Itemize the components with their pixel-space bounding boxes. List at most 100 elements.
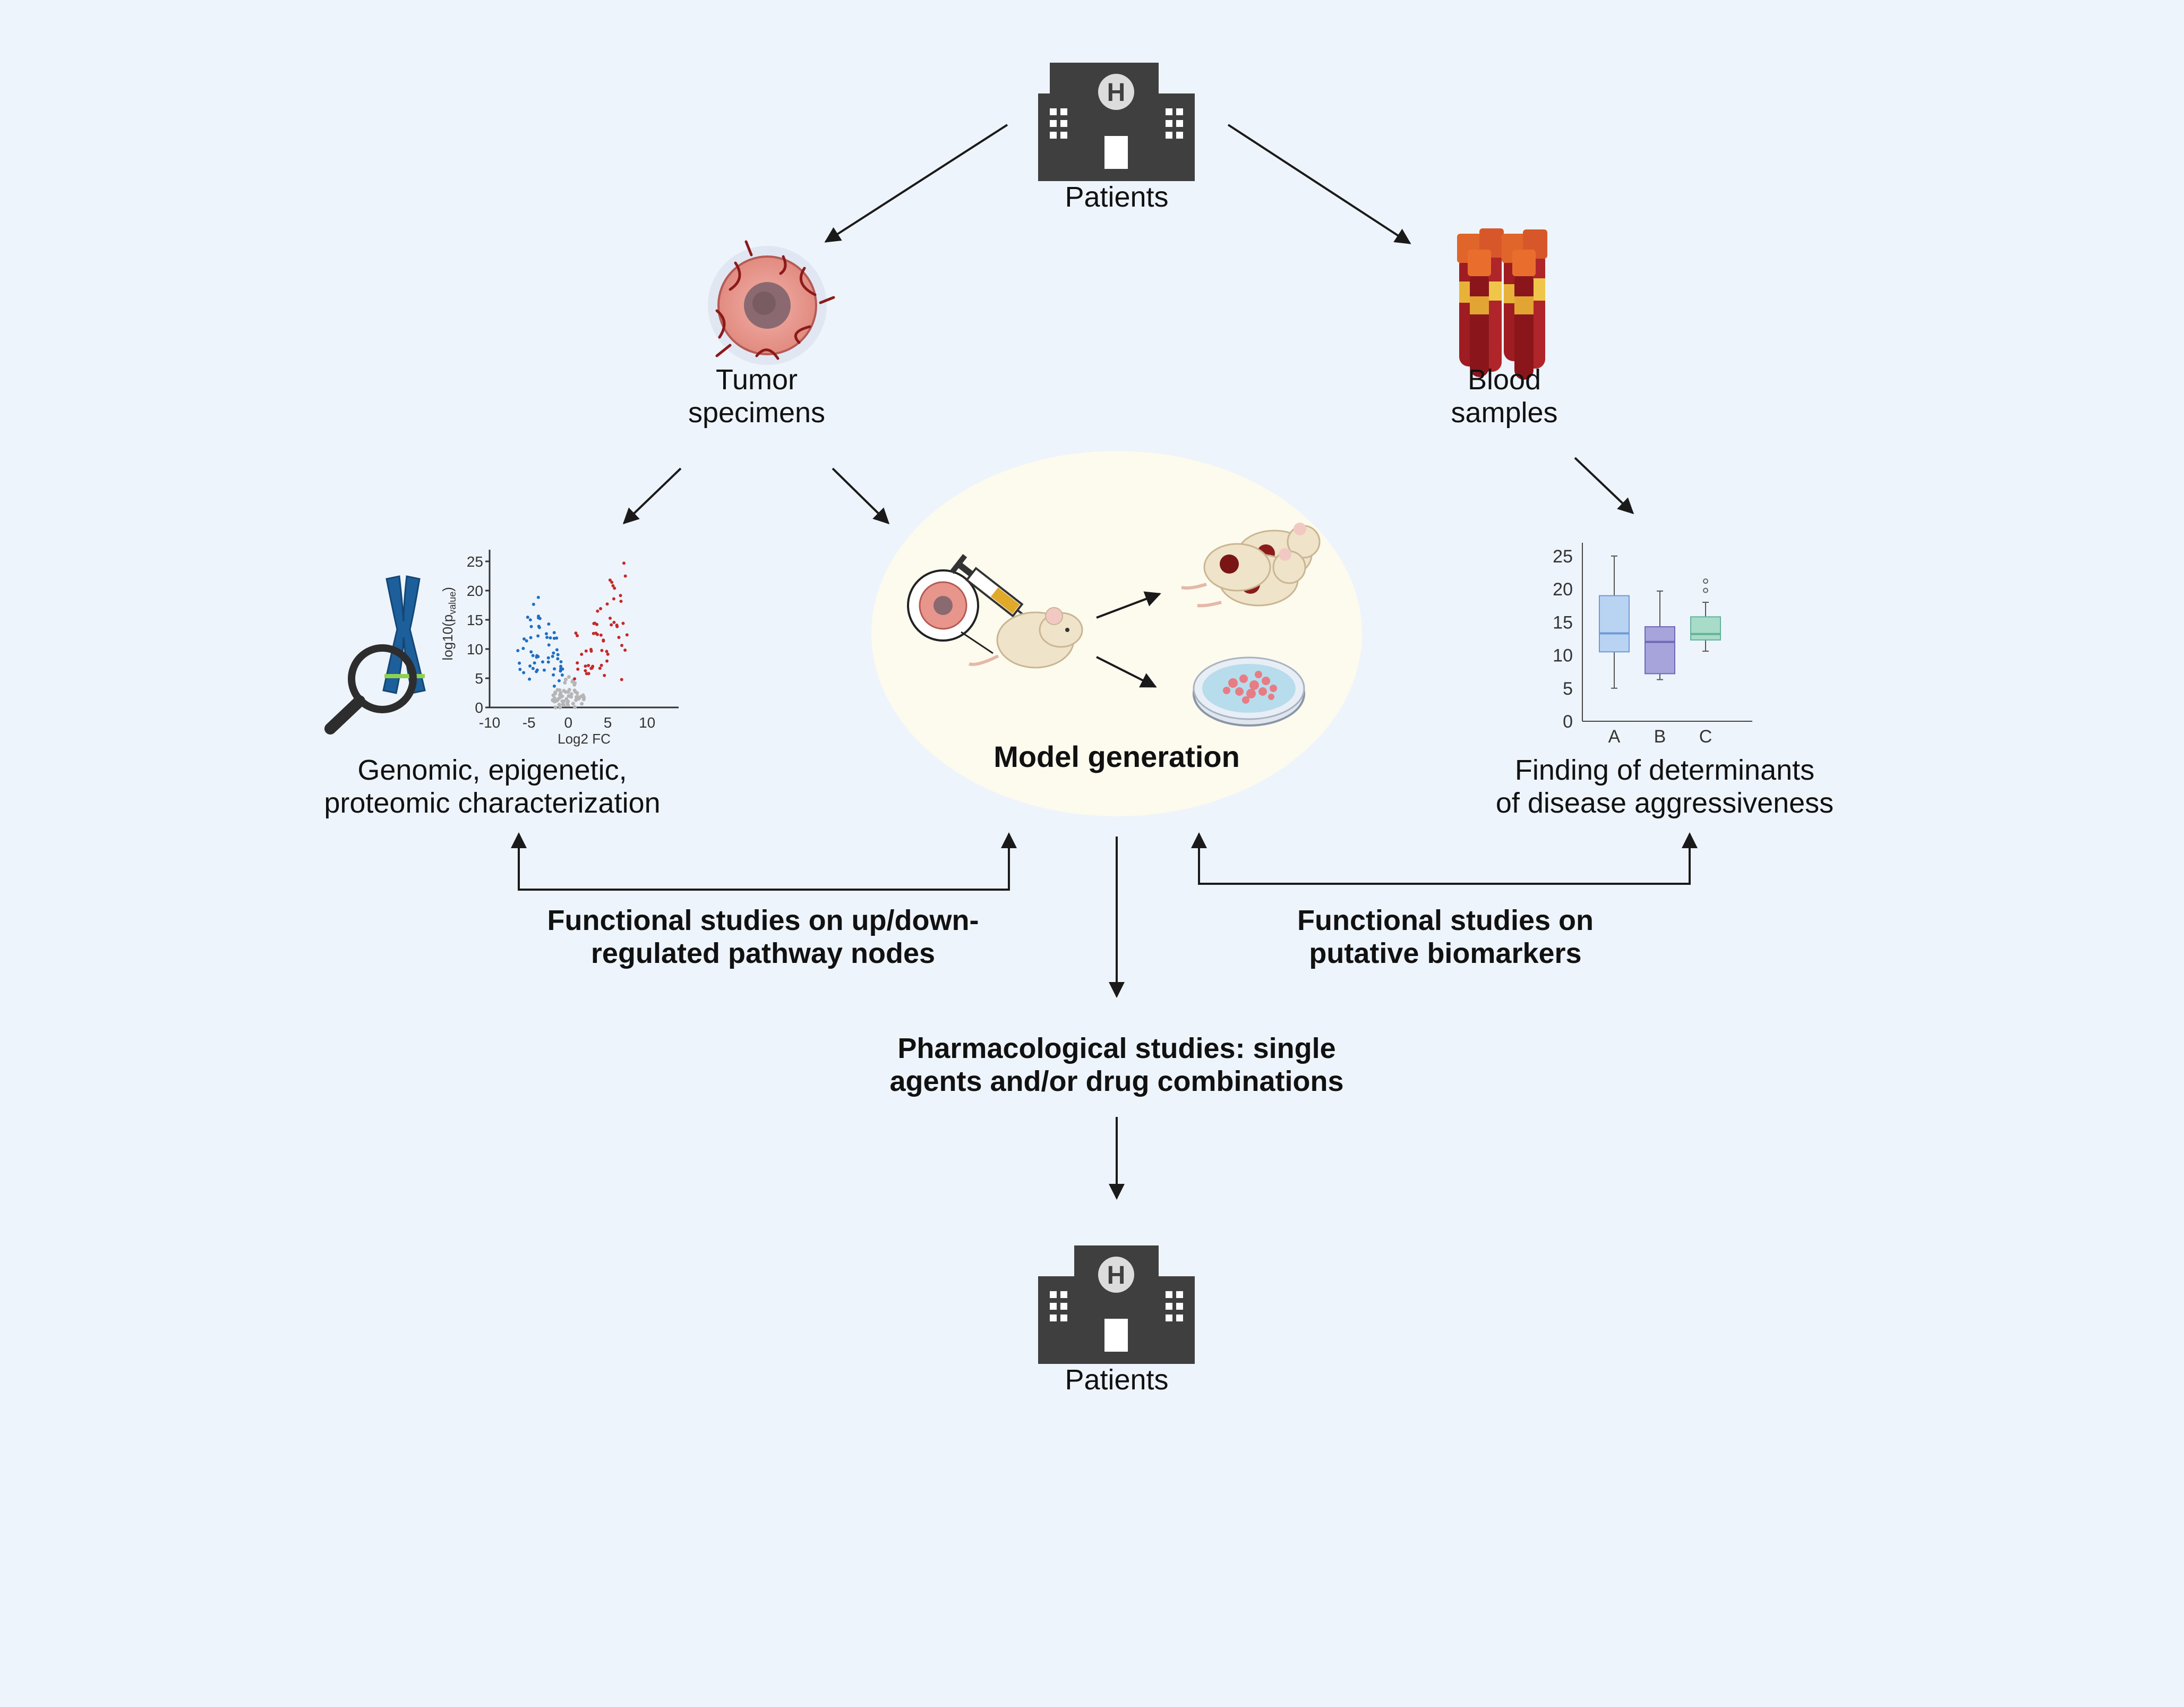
volcano-point: [569, 695, 573, 699]
volcano-point: [561, 667, 564, 671]
volcano-point: [529, 625, 533, 628]
volcano-point: [619, 600, 623, 603]
volcano-point: [608, 578, 612, 582]
boxplot-y-tick-label: 20: [1553, 579, 1573, 600]
volcano-point: [620, 644, 624, 647]
volcano-point: [531, 654, 535, 658]
boxplot-category-label: A: [1608, 727, 1621, 747]
volcano-point: [587, 664, 590, 668]
volcano-point: [532, 602, 535, 606]
volcano-point: [522, 671, 526, 675]
boxplot-box-b: [1645, 626, 1675, 675]
functional-studies-pathway-label: Functional studies on up/down- regulated…: [547, 904, 979, 969]
patients-top-label: Patients: [1065, 181, 1169, 213]
volcano-point: [518, 668, 522, 671]
arrow-patients-to-blood: [1227, 124, 1411, 244]
arrow-mouse-to-xenograft: [1096, 591, 1161, 619]
volcano-point: [516, 649, 520, 653]
volcano-y-tick-label: 0: [475, 699, 483, 716]
volcano-point: [564, 697, 569, 701]
hospital-building-icon: H: [1038, 63, 1195, 181]
volcano-point: [587, 672, 590, 676]
volcano-point: [552, 631, 556, 635]
volcano-point: [594, 631, 598, 635]
blood-samples-label: Blood samples: [1451, 364, 1558, 429]
volcano-x-tick-label: 10: [639, 714, 655, 731]
volcano-point: [606, 652, 610, 656]
volcano-point: [611, 584, 615, 587]
volcano-point: [558, 705, 562, 710]
volcano-point: [610, 623, 613, 627]
volcano-point: [538, 617, 542, 620]
model-generation-label: Model generation: [993, 740, 1240, 773]
volcano-point: [566, 690, 570, 694]
volcano-point: [599, 633, 603, 637]
boxplot-category-label: C: [1699, 727, 1712, 747]
volcano-point: [553, 699, 557, 704]
volcano-point: [535, 668, 539, 672]
volcano-point: [589, 667, 593, 670]
volcano-point: [610, 581, 614, 584]
hospital-building-icon-bottom: H: [1038, 1245, 1195, 1364]
volcano-point: [584, 664, 587, 668]
volcano-point: [560, 673, 564, 677]
volcano-point: [580, 652, 584, 656]
pharmacological-studies-label: Pharmacological studies: single agents a…: [889, 1032, 1344, 1097]
volcano-point: [558, 688, 562, 692]
volcano-point: [574, 698, 578, 702]
boxplot-y-tick-label: 5: [1563, 679, 1573, 699]
volcano-point: [542, 668, 546, 672]
svg-text:H: H: [1107, 79, 1126, 107]
volcano-point: [518, 661, 521, 665]
volcano-point: [545, 636, 549, 639]
volcano-point: [573, 705, 577, 709]
volcano-point: [557, 679, 561, 682]
volcano-point: [541, 660, 544, 664]
volcano-point: [555, 636, 559, 640]
volcano-point: [529, 636, 533, 639]
volcano-point: [625, 633, 629, 637]
volcano-point: [609, 616, 612, 620]
volcano-point: [555, 648, 559, 652]
volcano-point: [528, 618, 532, 622]
volcano-point: [615, 625, 619, 628]
volcano-point: [526, 616, 529, 619]
boxplot-y-tick-label: 10: [1553, 646, 1573, 666]
volcano-point: [546, 656, 550, 660]
volcano-point: [572, 682, 577, 687]
volcano-point: [560, 694, 564, 698]
volcano-point: [552, 651, 555, 655]
volcano-point: [600, 648, 604, 652]
volcano-point: [533, 661, 536, 665]
volcano-point: [522, 637, 526, 641]
volcano-point: [536, 634, 540, 638]
boxplot-box-a: [1599, 595, 1630, 653]
volcano-point: [566, 703, 570, 707]
volcano-point: [525, 639, 528, 643]
volcano-point: [612, 620, 616, 624]
volcano-x-tick-label: -10: [479, 714, 500, 731]
volcano-point: [563, 680, 567, 685]
volcano-point: [621, 621, 625, 625]
volcano-point: [547, 643, 551, 647]
boxplot-outlier: [1703, 587, 1708, 593]
volcano-y-tick-label: 20: [467, 583, 483, 599]
volcano-point: [552, 684, 556, 688]
svg-text:H: H: [1107, 1261, 1126, 1290]
volcano-point: [552, 673, 555, 677]
connector-model-determinants: [1191, 832, 1698, 885]
volcano-point: [551, 654, 554, 658]
volcano-point: [559, 660, 563, 663]
volcano-y-axis-label: log10(pvalue): [440, 587, 458, 660]
volcano-point: [536, 655, 540, 659]
volcano-point: [584, 649, 588, 653]
volcano-point: [596, 609, 599, 613]
volcano-point: [592, 631, 595, 635]
disease-determinants-label: Finding of determinants of disease aggre…: [1495, 754, 1834, 819]
volcano-point: [552, 696, 556, 701]
volcano-point: [592, 621, 596, 625]
